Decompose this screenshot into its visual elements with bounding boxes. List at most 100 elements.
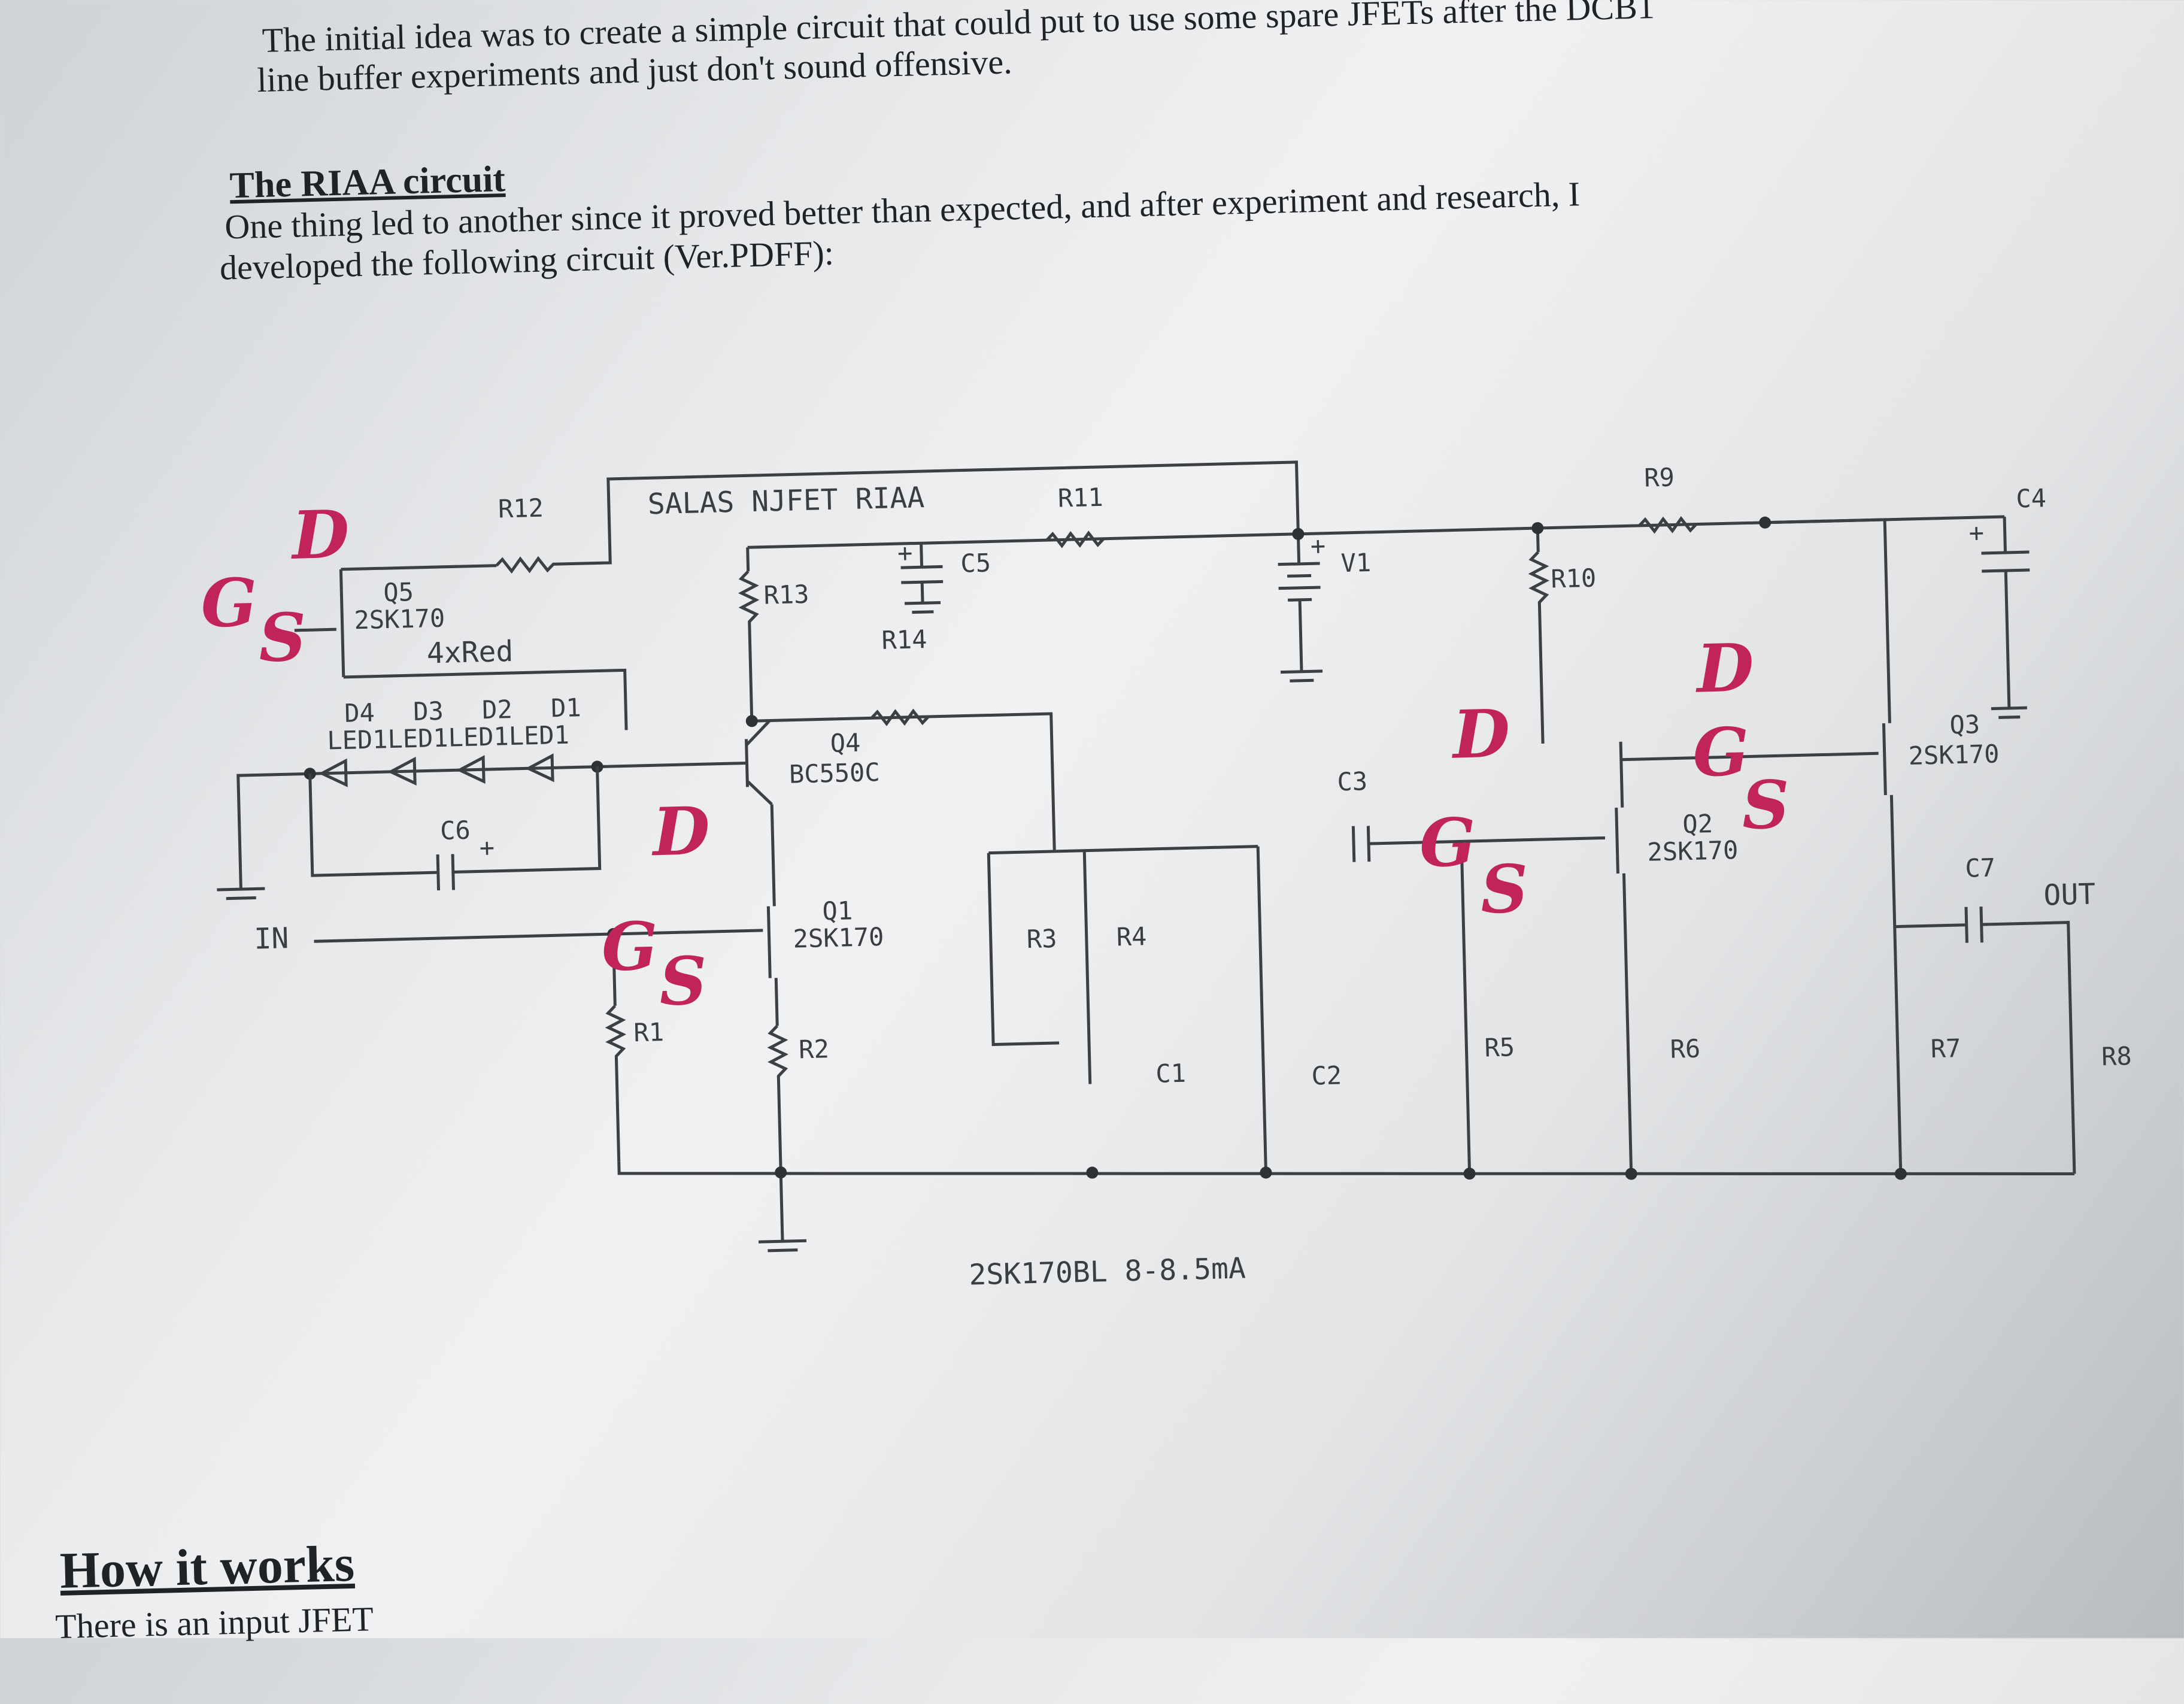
hand-q1-drain: D bbox=[650, 792, 711, 871]
c5-wire bbox=[920, 543, 924, 568]
hand-q2-source: S bbox=[1479, 850, 1529, 929]
label-r6: R6 bbox=[1670, 1034, 1701, 1064]
label-c3: C3 bbox=[1337, 766, 1368, 796]
r5-wire bbox=[1460, 841, 1472, 1177]
r2-resistor bbox=[767, 1024, 788, 1242]
led-diodes bbox=[318, 753, 554, 787]
label-c6: C6 bbox=[439, 815, 471, 845]
node-gnd-1 bbox=[775, 1166, 787, 1179]
schematic-footnote: 2SK170BL 8-8.5mA bbox=[969, 1251, 1246, 1291]
label-r1: R1 bbox=[633, 1017, 665, 1047]
q2-channel bbox=[1615, 807, 1619, 874]
q2-drain-wire bbox=[1619, 741, 1624, 808]
q4-emitter bbox=[746, 780, 773, 806]
hand-q3-drain: D bbox=[1694, 629, 1755, 707]
label-r5: R5 bbox=[1484, 1032, 1515, 1062]
r3-loop bbox=[987, 853, 1060, 1047]
label-r4: R4 bbox=[1116, 921, 1147, 951]
label-q2: Q2 bbox=[1682, 809, 1713, 839]
node-top-2 bbox=[1531, 522, 1544, 535]
label-r12: R12 bbox=[498, 493, 544, 524]
hand-q2-drain: D bbox=[1450, 695, 1511, 773]
label-c1: C1 bbox=[1155, 1059, 1187, 1089]
next-section-line: There is an input JFET bbox=[54, 1599, 374, 1647]
node-gnd-3 bbox=[1260, 1166, 1272, 1179]
label-led-string: 4xRed bbox=[426, 635, 514, 671]
c6-wire-right bbox=[453, 766, 602, 874]
label-r11: R11 bbox=[1057, 483, 1103, 513]
q5-gate-wire bbox=[294, 627, 336, 632]
label-r9: R9 bbox=[1644, 462, 1675, 492]
node-gnd-6 bbox=[1894, 1168, 1907, 1180]
hand-q3-source: S bbox=[1741, 766, 1791, 844]
next-section-heading: How it works bbox=[59, 1534, 356, 1599]
r14-resistor bbox=[870, 708, 930, 726]
label-r8: R8 bbox=[2101, 1041, 2133, 1071]
node-top-3 bbox=[1759, 516, 1772, 529]
c4-wire bbox=[2003, 516, 2007, 553]
label-r2: R2 bbox=[799, 1034, 830, 1064]
c4-plate-top bbox=[1981, 550, 2030, 555]
c7-wire-left bbox=[1894, 923, 1967, 929]
mid-node-wire bbox=[988, 845, 1258, 855]
c6-wire bbox=[308, 774, 438, 877]
r2-wire bbox=[774, 978, 779, 1026]
hand-q3-gate: G bbox=[1692, 713, 1750, 792]
label-r3: R3 bbox=[1026, 924, 1057, 954]
label-q3-part: 2SK170 bbox=[1908, 739, 2000, 771]
c6-plus: + bbox=[479, 833, 495, 863]
r13-resistor bbox=[738, 570, 760, 721]
r12-resistor bbox=[495, 520, 612, 574]
q3-source-wire bbox=[1889, 795, 1903, 1178]
c4-wire-down bbox=[2004, 570, 2011, 708]
gnd-left-1 bbox=[217, 887, 265, 892]
label-led-row: LED1LED1LED1LED1 bbox=[327, 720, 570, 756]
hand-q2-gate: G bbox=[1419, 804, 1477, 882]
label-q4-part: BC550C bbox=[788, 757, 880, 789]
label-r10: R10 bbox=[1551, 563, 1597, 594]
hand-q5-gate: G bbox=[200, 563, 258, 642]
v1-cell-1 bbox=[1278, 562, 1320, 566]
node-gnd-2 bbox=[1086, 1166, 1099, 1179]
hand-q5-source: S bbox=[258, 598, 308, 677]
label-q5: Q5 bbox=[383, 577, 414, 607]
r11-resistor bbox=[1045, 530, 1105, 548]
r6-wire bbox=[1622, 873, 1633, 1179]
c7-wire-right bbox=[1981, 921, 2076, 1174]
label-c7: C7 bbox=[1965, 853, 1996, 883]
c5-plus: + bbox=[897, 538, 912, 568]
q3-channel bbox=[1882, 723, 1887, 796]
q3-drain-wire bbox=[1765, 518, 1891, 723]
input-wire bbox=[314, 929, 763, 943]
q4-base-bar bbox=[745, 739, 749, 787]
q1-drain-wire bbox=[770, 804, 776, 906]
hand-q1-gate: G bbox=[600, 907, 659, 986]
c3-wire-right bbox=[1369, 836, 1606, 845]
q5-channel bbox=[339, 569, 345, 677]
gnd-left-2 bbox=[226, 896, 256, 900]
q5-source-wire bbox=[343, 668, 628, 730]
v1-ground-1 bbox=[1280, 669, 1323, 674]
r1-wire bbox=[611, 933, 617, 1006]
label-c5: C5 bbox=[960, 548, 991, 578]
label-out: OUT bbox=[2043, 877, 2096, 912]
c5-ground-2 bbox=[912, 610, 934, 614]
label-q2-part: 2SK170 bbox=[1647, 835, 1739, 867]
gnd-main-1 bbox=[758, 1239, 807, 1244]
label-r13: R13 bbox=[763, 580, 809, 610]
label-c2: C2 bbox=[1311, 1060, 1342, 1090]
hand-q5-drain: D bbox=[289, 496, 350, 574]
label-d3: D3 bbox=[413, 696, 444, 726]
v1-cell-3 bbox=[1278, 586, 1321, 590]
node-gnd-5 bbox=[1625, 1168, 1637, 1180]
gnd-main-2 bbox=[768, 1248, 798, 1253]
label-q5-part: 2SK170 bbox=[354, 604, 445, 635]
label-v1: V1 bbox=[1340, 548, 1372, 578]
label-d1: D1 bbox=[551, 693, 582, 723]
label-q1-part: 2SK170 bbox=[793, 922, 884, 954]
r10-resistor bbox=[1528, 551, 1550, 744]
label-d2: D2 bbox=[482, 695, 513, 724]
v1-plus: + bbox=[1310, 531, 1325, 561]
